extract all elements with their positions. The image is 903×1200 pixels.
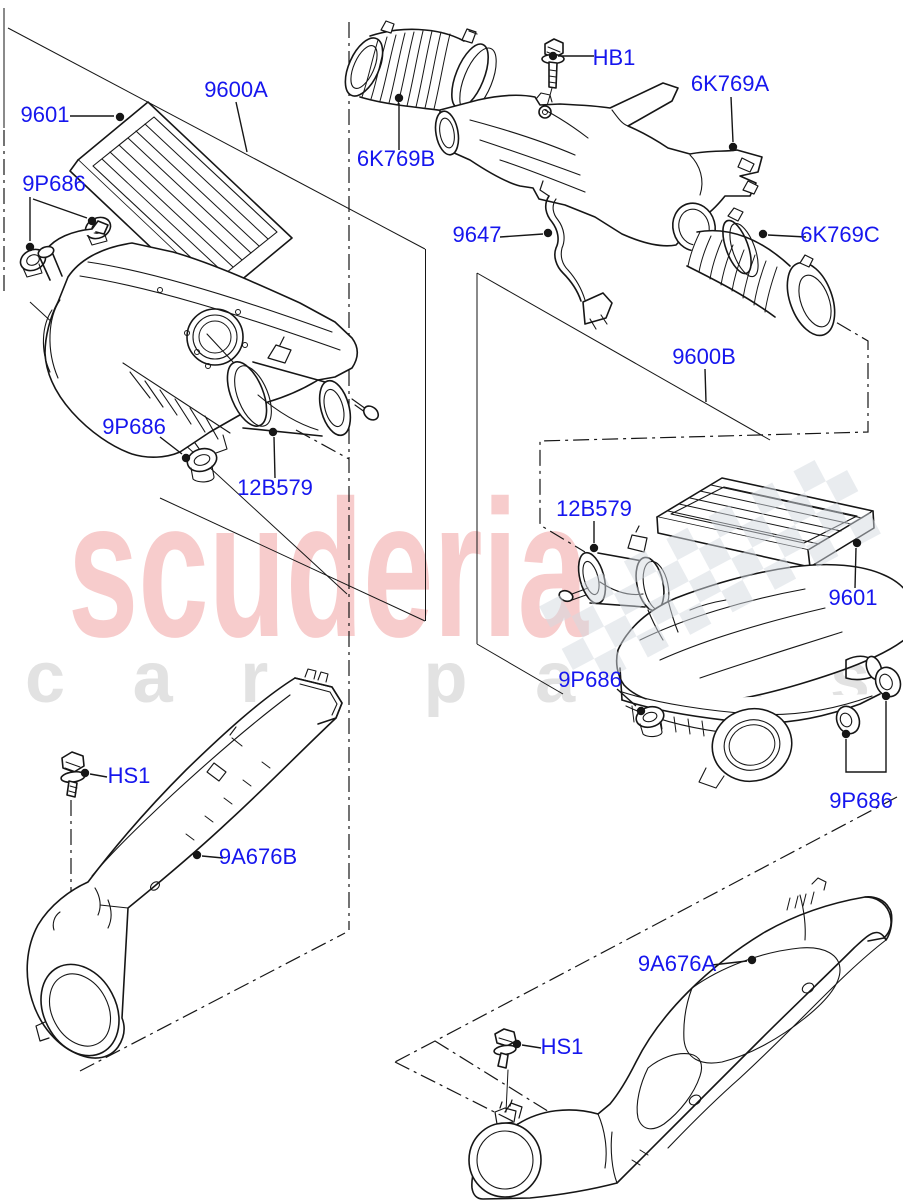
checker-square xyxy=(656,560,689,593)
phantom-line xyxy=(79,932,346,1072)
part-label-9601-right[interactable]: 9601 xyxy=(829,585,878,610)
fold-line xyxy=(7,27,426,250)
hs1-bolt-left xyxy=(60,751,86,798)
part-label-9600b[interactable]: 9600B xyxy=(672,344,736,369)
checker-square xyxy=(825,469,859,503)
part-label-hs1-bottom[interactable]: HS1 xyxy=(541,1034,584,1059)
leader-lines xyxy=(25,51,891,1049)
fold-line xyxy=(476,272,771,441)
hose-clamp-screw xyxy=(461,28,478,44)
maf-sensor-left xyxy=(226,336,380,437)
grommet-right-c xyxy=(835,705,861,735)
sensor-screw-left xyxy=(362,405,380,421)
checker-square xyxy=(698,537,732,570)
hose-clamp-screw xyxy=(799,254,814,268)
air-intake-duct-right xyxy=(468,877,893,1200)
checker-square xyxy=(848,512,881,545)
part-labels-layer: 9601 9600A 9P686 HB1 6K769B 6K769A 9647 6K769C 9… xyxy=(21,45,893,1059)
part-label-9647[interactable]: 9647 xyxy=(453,222,502,247)
checker-square xyxy=(751,482,784,516)
hb1-bolt xyxy=(541,38,565,107)
grommet-lower-left xyxy=(186,447,218,483)
watermark-checker-ribbon xyxy=(539,460,881,680)
checker-square xyxy=(806,534,839,568)
part-label-9p686-right-bottom[interactable]: 9P686 xyxy=(829,788,893,813)
sensor-screw-right xyxy=(558,589,574,603)
checker-square xyxy=(561,637,595,671)
grommet-right-b xyxy=(874,666,902,698)
part-label-12b579-right[interactable]: 12B579 xyxy=(556,496,632,521)
checker-square xyxy=(594,647,627,680)
part-label-9600a[interactable]: 9600A xyxy=(204,77,268,102)
checker-square xyxy=(539,595,572,628)
part-label-12b579-left[interactable]: 12B579 xyxy=(237,475,313,500)
phantom-line xyxy=(539,307,869,553)
part-label-hb1[interactable]: HB1 xyxy=(593,45,636,70)
checker-square xyxy=(571,605,605,638)
checker-square xyxy=(783,492,816,525)
fold-line xyxy=(476,643,564,695)
checker-square xyxy=(678,602,712,635)
checker-square xyxy=(688,570,722,603)
support-bracket-9647 xyxy=(539,180,613,330)
checker-square xyxy=(731,547,764,580)
hs1-bolt-bottom xyxy=(493,1028,517,1113)
part-label-6k769c[interactable]: 6K769C xyxy=(800,222,880,247)
checker-square xyxy=(613,582,647,616)
fold-line xyxy=(159,497,426,622)
checker-square xyxy=(741,515,774,548)
part-label-9a676a[interactable]: 9A676A xyxy=(638,951,717,976)
checker-square xyxy=(636,624,669,658)
intake-hose-6k769c xyxy=(686,207,836,337)
checker-square xyxy=(815,502,849,535)
checker-square xyxy=(708,505,742,538)
part-label-hs1-left[interactable]: HS1 xyxy=(108,763,151,788)
checker-square xyxy=(773,524,807,558)
checker-square xyxy=(646,592,679,625)
phantom-lines xyxy=(3,8,898,1146)
checker-square xyxy=(793,460,826,493)
checker-square xyxy=(581,572,614,606)
part-label-9601-left[interactable]: 9601 xyxy=(21,102,70,127)
hose-clamp-screw xyxy=(727,207,744,222)
checker-square xyxy=(623,550,657,583)
checker-square xyxy=(763,557,797,590)
part-label-9p686-upper-left[interactable]: 9P686 xyxy=(22,171,86,196)
hose-clamp-screw xyxy=(380,20,395,34)
part-label-6k769a[interactable]: 6K769A xyxy=(691,71,770,96)
part-label-9a676b[interactable]: 9A676B xyxy=(219,844,297,869)
part-label-9p686-right-side[interactable]: 9P686 xyxy=(558,667,622,692)
checker-square xyxy=(721,579,754,613)
air-intake-duct-left xyxy=(26,668,343,1059)
intake-hose-6k769b xyxy=(344,20,497,113)
part-label-9p686-lower-left[interactable]: 9P686 xyxy=(102,414,166,439)
checker-square xyxy=(666,527,699,561)
checker-square xyxy=(604,615,637,648)
watermark-brand-text: scuderia xyxy=(68,460,589,678)
air-intake-duct-assembly xyxy=(434,82,763,252)
part-label-6k769b[interactable]: 6K769B xyxy=(357,146,435,171)
